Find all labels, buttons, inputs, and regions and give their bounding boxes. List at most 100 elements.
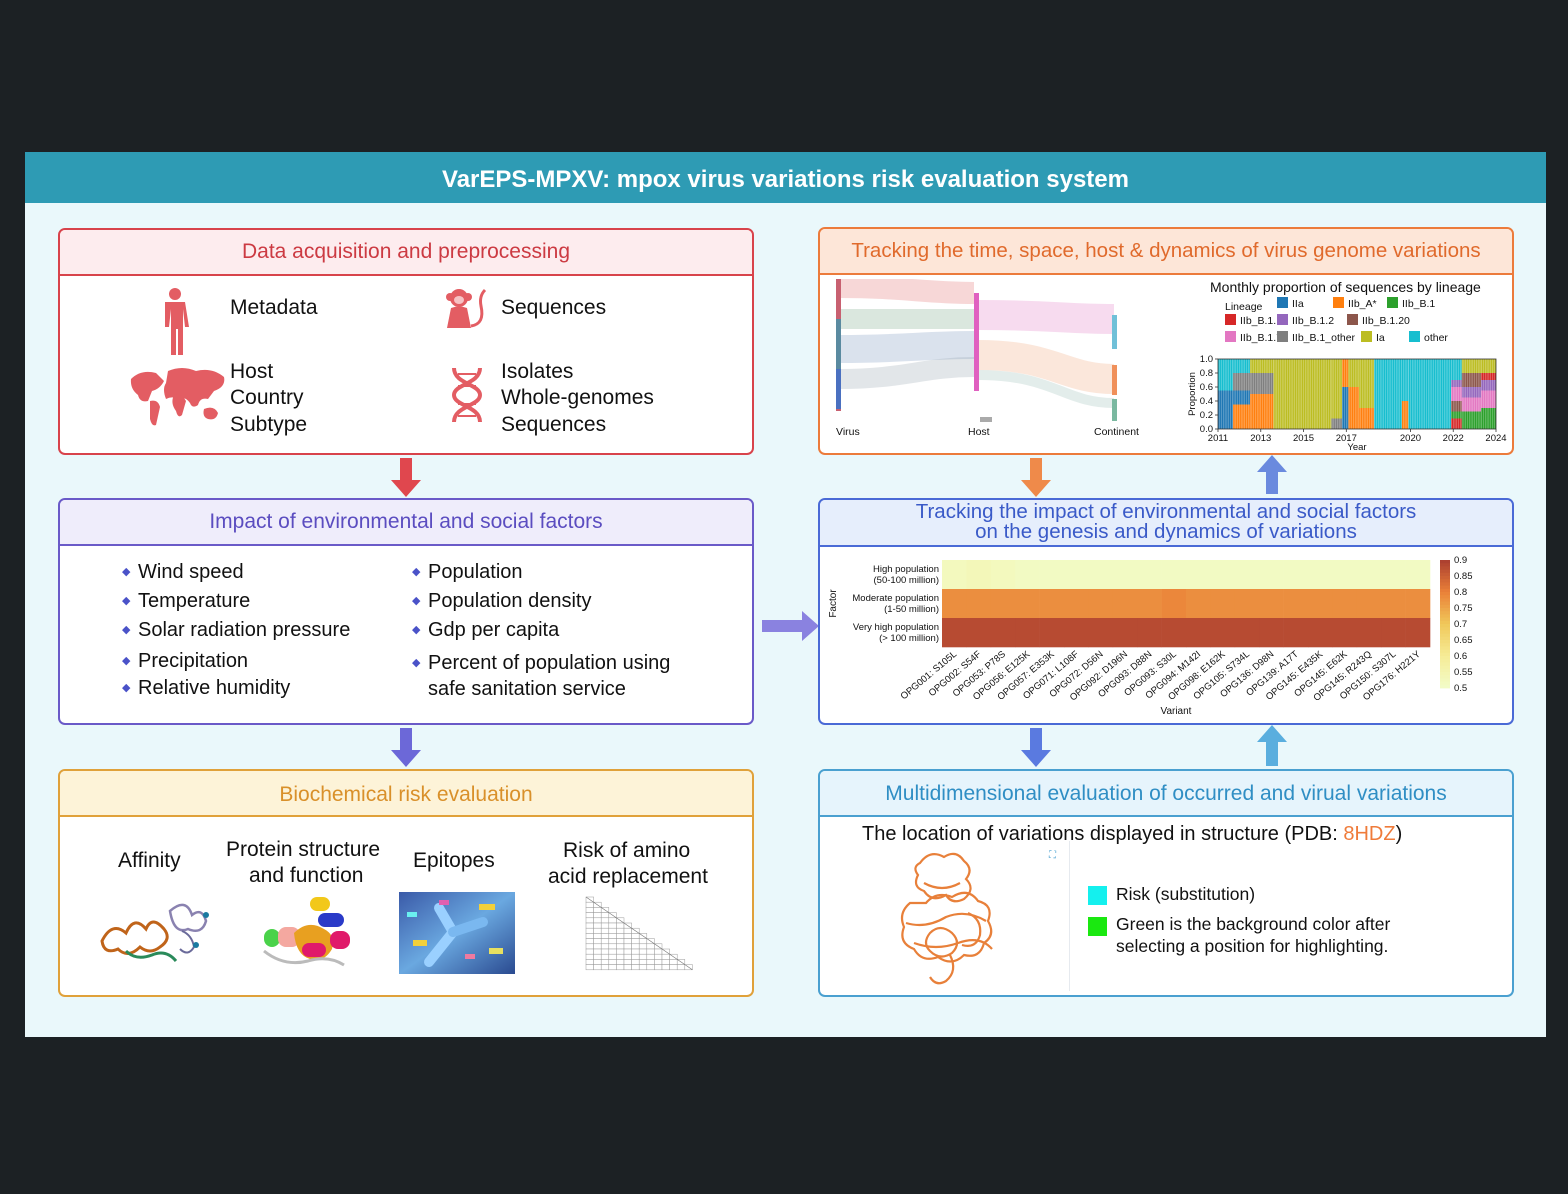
- matrix-cell: [638, 964, 648, 971]
- matrix-cell: [593, 959, 602, 965]
- heatmap-cell: [1356, 618, 1382, 648]
- pdb-id-link[interactable]: 8HDZ: [1343, 823, 1396, 845]
- x-tick-label: 2022: [1443, 433, 1464, 444]
- matrix-cell: [608, 943, 617, 950]
- heatmap-cell: [1112, 560, 1138, 590]
- heatmap-cell: [1088, 560, 1114, 590]
- expand-view-icon[interactable]: ⛶: [1049, 850, 1056, 861]
- stacked-bar-segment: [1348, 359, 1360, 387]
- legend-swatch: [1361, 331, 1372, 342]
- colorbar-step: [1440, 646, 1450, 650]
- row-label: (50-100 million): [874, 575, 939, 586]
- matrix-cell: [585, 953, 594, 960]
- heatmap-cell: [1186, 589, 1211, 619]
- factor-item: ◆Percent of population using: [412, 652, 671, 674]
- protein-3d-structure-view[interactable]: [890, 843, 1030, 993]
- sankey-diagram: [836, 279, 1117, 422]
- row-label: (> 100 million): [879, 633, 939, 644]
- x-tick-label: 2015: [1293, 433, 1314, 444]
- matrix-cell: [623, 959, 632, 965]
- colorbar-step: [1440, 684, 1450, 689]
- stacked-bar-segment: [1461, 387, 1482, 398]
- legend-title: Lineage: [1225, 301, 1263, 313]
- heatmap-cell: [1259, 589, 1284, 619]
- stacked-bar-segment: [1359, 359, 1375, 408]
- factor-item: ◆Wind speed: [122, 561, 244, 583]
- heatmap-cell: [1381, 589, 1406, 619]
- stacked-bar-segment: [1342, 359, 1349, 387]
- matrix-cell: [608, 959, 617, 965]
- heatmap-cell: [1234, 618, 1260, 648]
- colorbar-tick-label: 0.5: [1454, 683, 1467, 694]
- whole-genomes-label: Whole-genomes: [501, 386, 654, 409]
- matrix-cell: [661, 959, 670, 965]
- matrix-cell: [600, 933, 610, 939]
- factor-item: ◆Solar radiation pressure: [122, 619, 351, 641]
- stacked-bar-segment: [1359, 408, 1375, 429]
- matrix-cell: [593, 964, 602, 971]
- legend-label: IIb_B.1.2: [1292, 315, 1335, 327]
- heatmap-cell: [942, 560, 967, 590]
- matrix-cell: [593, 933, 602, 939]
- data-acquisition-title: Data acquisition and preprocessing: [60, 230, 752, 276]
- legend-item: other: [1409, 331, 1448, 344]
- x-axis-label: Variant: [1161, 706, 1192, 717]
- heatmap-cell: [1064, 618, 1089, 648]
- legend-swatch: [1277, 314, 1288, 325]
- legend-item: IIb_B.1.7: [1225, 331, 1282, 344]
- heatmap-cell: [990, 589, 1016, 619]
- colorbar-step: [1440, 588, 1450, 593]
- matrix-cell: [616, 927, 625, 934]
- affinity-label: Affinity: [118, 849, 181, 872]
- heatmap-cell: [1405, 618, 1431, 648]
- impact-title: Impact of environmental and social facto…: [60, 500, 752, 546]
- matrix-cell: [608, 964, 617, 971]
- env-tracking-title: Tracking the impact of environmental and…: [820, 500, 1512, 547]
- legend-swatch: [1409, 331, 1420, 342]
- colorbar-step: [1440, 675, 1450, 679]
- x-tick-label: 2020: [1400, 433, 1421, 444]
- substitution-matrix-image: [585, 896, 693, 971]
- legend-item: IIb_B.1_other: [1277, 331, 1355, 344]
- colorbar-step: [1440, 576, 1450, 580]
- matrix-cell: [608, 938, 617, 945]
- viewer-divider: [1069, 841, 1070, 991]
- factor-item: ◆Population density: [412, 590, 592, 612]
- legend-label: IIb_B.1.1: [1240, 315, 1283, 327]
- matrix-cell: [600, 922, 610, 929]
- colorbar-step: [1440, 611, 1450, 615]
- legend-label: other: [1424, 332, 1448, 344]
- heatmap-cell: [1186, 560, 1211, 590]
- matrix-cell: [646, 953, 655, 960]
- matrix-cell: [600, 964, 610, 971]
- arrow-down-orange: [1021, 458, 1051, 497]
- factor-variant-heatmap: High population(50-100 million)Moderate …: [828, 555, 1473, 717]
- colorbar-step: [1440, 617, 1450, 622]
- matrix-cell: [661, 953, 670, 960]
- legend-item: IIb_B.1: [1387, 297, 1435, 310]
- stacked-bar-segment: [1451, 359, 1462, 380]
- sankey-label-continent: Continent: [1094, 426, 1139, 438]
- matrix-cell: [654, 948, 663, 955]
- colorbar-step: [1440, 643, 1450, 647]
- legend-label: IIa: [1292, 298, 1304, 310]
- colorbar-step: [1440, 566, 1450, 570]
- matrix-cell: [638, 943, 648, 950]
- heatmap-cell: [1161, 618, 1187, 648]
- matrix-cell: [593, 922, 602, 929]
- colorbar-step: [1440, 668, 1450, 673]
- heatmap-cell: [1405, 589, 1431, 619]
- matrix-cell: [600, 959, 610, 965]
- heatmap-cell: [1039, 560, 1065, 590]
- heatmap-cell: [1015, 618, 1040, 648]
- heatmap-cell: [1161, 589, 1187, 619]
- heatmap-cell: [1210, 560, 1236, 590]
- x-tick-label: 2013: [1250, 433, 1271, 444]
- matrix-cell: [608, 953, 617, 960]
- lineage-chart-title: Monthly proportion of sequences by linea…: [1210, 279, 1481, 295]
- heatmap-cell: [1015, 560, 1040, 590]
- matrix-cell: [593, 943, 602, 950]
- env-tracking-title-line2: on the genesis and dynamics of variation…: [975, 520, 1357, 543]
- heatmap-cell: [942, 589, 967, 619]
